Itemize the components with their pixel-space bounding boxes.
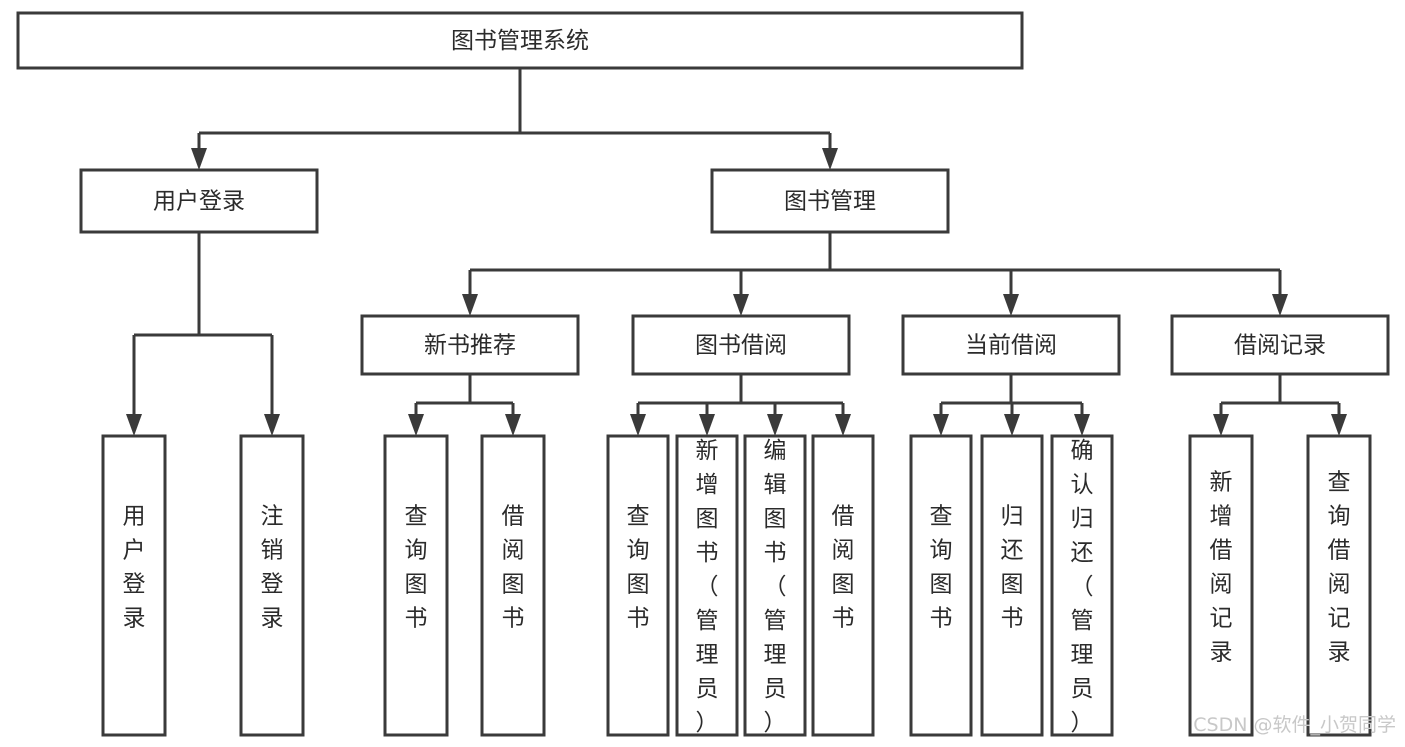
leaf-node-13[interactable]: 查询借阅记录 [1306, 434, 1372, 737]
branch-arrow-1-arrowhead [933, 414, 949, 436]
level2-node-2[interactable]: 图书管理 [710, 168, 950, 234]
level3-node-3[interactable]: 当前借阅 [901, 314, 1121, 376]
branch-arrow-2-arrowhead [264, 414, 280, 436]
branch-arrow-1-arrowhead [1213, 414, 1229, 436]
nodes-layer: 图书管理系统用户登录图书管理新书推荐图书借阅当前借阅借阅记录用户登录注销登录查询… [16, 11, 1390, 737]
leaf-node-8[interactable]: 借阅图书 [811, 434, 875, 737]
branch-arrow-1-arrowhead [462, 294, 478, 316]
branch-arrow-1-arrowhead [126, 414, 142, 436]
leaf-node-label: 编辑图书（管理员） [764, 438, 787, 736]
level2-node-rect [710, 168, 950, 234]
root-node-rect [16, 11, 1024, 70]
leaf-node-12[interactable]: 新增借阅记录 [1188, 434, 1254, 737]
level3-node-label: 新书推荐 [424, 333, 516, 359]
leaf-node-label: 借阅图书 [832, 504, 855, 632]
leaf-node-label: 新增借阅记录 [1210, 470, 1233, 666]
leaf-node-10[interactable]: 归还图书 [980, 434, 1044, 737]
leaf-node-label: 查询图书 [930, 504, 953, 632]
leaf-node-rect [1188, 434, 1254, 737]
level3-node-rect [631, 314, 851, 376]
leaf-node-6[interactable]: 新增图书（管理员） [675, 434, 739, 737]
level2-node-label: 图书管理 [784, 189, 876, 215]
leaf-node-label: 借阅图书 [502, 504, 525, 632]
leaf-node-4[interactable]: 借阅图书 [480, 434, 546, 737]
level2-node-rect [79, 168, 319, 234]
leaf-node-label: 注销登录 [261, 504, 284, 632]
branch-arrow-1-arrowhead [191, 148, 207, 170]
leaf-node-rect [101, 434, 167, 737]
leaf-node-rect [239, 434, 305, 737]
leaf-node-rect [980, 434, 1044, 737]
level3-node-2[interactable]: 图书借阅 [631, 314, 851, 376]
branch-arrow-2-arrowhead [1004, 414, 1020, 436]
leaf-node-rect [743, 434, 807, 737]
branch-arrow-4-arrowhead [1272, 294, 1288, 316]
root-node-label: 图书管理系统 [451, 28, 589, 54]
leaf-node-rect [606, 434, 670, 737]
level3-node-rect [360, 314, 580, 376]
level3-node-1[interactable]: 新书推荐 [360, 314, 580, 376]
level3-node-label: 借阅记录 [1234, 333, 1326, 359]
branch-arrow-1-arrowhead [630, 414, 646, 436]
level3-node-rect [901, 314, 1121, 376]
branch-arrow-3-arrowhead [1074, 414, 1090, 436]
branch-arrow-3-arrowhead [1003, 294, 1019, 316]
leaf-node-7[interactable]: 编辑图书（管理员） [743, 434, 807, 737]
branch-arrow-2-arrowhead [1331, 414, 1347, 436]
leaf-node-rect [1306, 434, 1372, 737]
level3-node-label: 图书借阅 [695, 333, 787, 359]
branch-arrow-2-arrowhead [733, 294, 749, 316]
leaf-node-5[interactable]: 查询图书 [606, 434, 670, 737]
branch-arrow-2-arrowhead [699, 414, 715, 436]
leaf-node-label: 新增图书（管理员） [696, 438, 719, 736]
level3-node-label: 当前借阅 [965, 333, 1057, 359]
leaf-node-label: 用户登录 [123, 504, 146, 632]
level2-node-label: 用户登录 [153, 189, 245, 215]
leaf-node-rect [675, 434, 739, 737]
leaf-node-label: 确认归还（管理员） [1071, 438, 1094, 736]
branch-arrow-2-arrowhead [505, 414, 521, 436]
level3-node-4[interactable]: 借阅记录 [1170, 314, 1390, 376]
branch-arrow-4-arrowhead [835, 414, 851, 436]
leaf-node-label: 查询图书 [405, 504, 428, 632]
branch-arrow-1-arrowhead [408, 414, 424, 436]
leaf-node-11[interactable]: 确认归还（管理员） [1050, 434, 1114, 737]
csdn-watermark: CSDN @软件_小贺同学 [1193, 714, 1396, 736]
level2-node-1[interactable]: 用户登录 [79, 168, 319, 234]
leaf-node-rect [383, 434, 449, 737]
connectors-layer [126, 68, 1347, 436]
level3-node-rect [1170, 314, 1390, 376]
leaf-node-3[interactable]: 查询图书 [383, 434, 449, 737]
root-node-1[interactable]: 图书管理系统 [16, 11, 1024, 70]
leaf-node-label: 归还图书 [1001, 504, 1024, 632]
leaf-node-1[interactable]: 用户登录 [101, 434, 167, 737]
leaf-node-9[interactable]: 查询图书 [909, 434, 973, 737]
leaf-node-2[interactable]: 注销登录 [239, 434, 305, 737]
leaf-node-rect [909, 434, 973, 737]
leaf-node-label: 查询图书 [627, 504, 650, 632]
leaf-node-label: 查询借阅记录 [1328, 470, 1351, 666]
branch-arrow-2-arrowhead [822, 148, 838, 170]
leaf-node-rect [480, 434, 546, 737]
branch-arrow-3-arrowhead [767, 414, 783, 436]
leaf-node-rect [1050, 434, 1114, 737]
leaf-node-rect [811, 434, 875, 737]
